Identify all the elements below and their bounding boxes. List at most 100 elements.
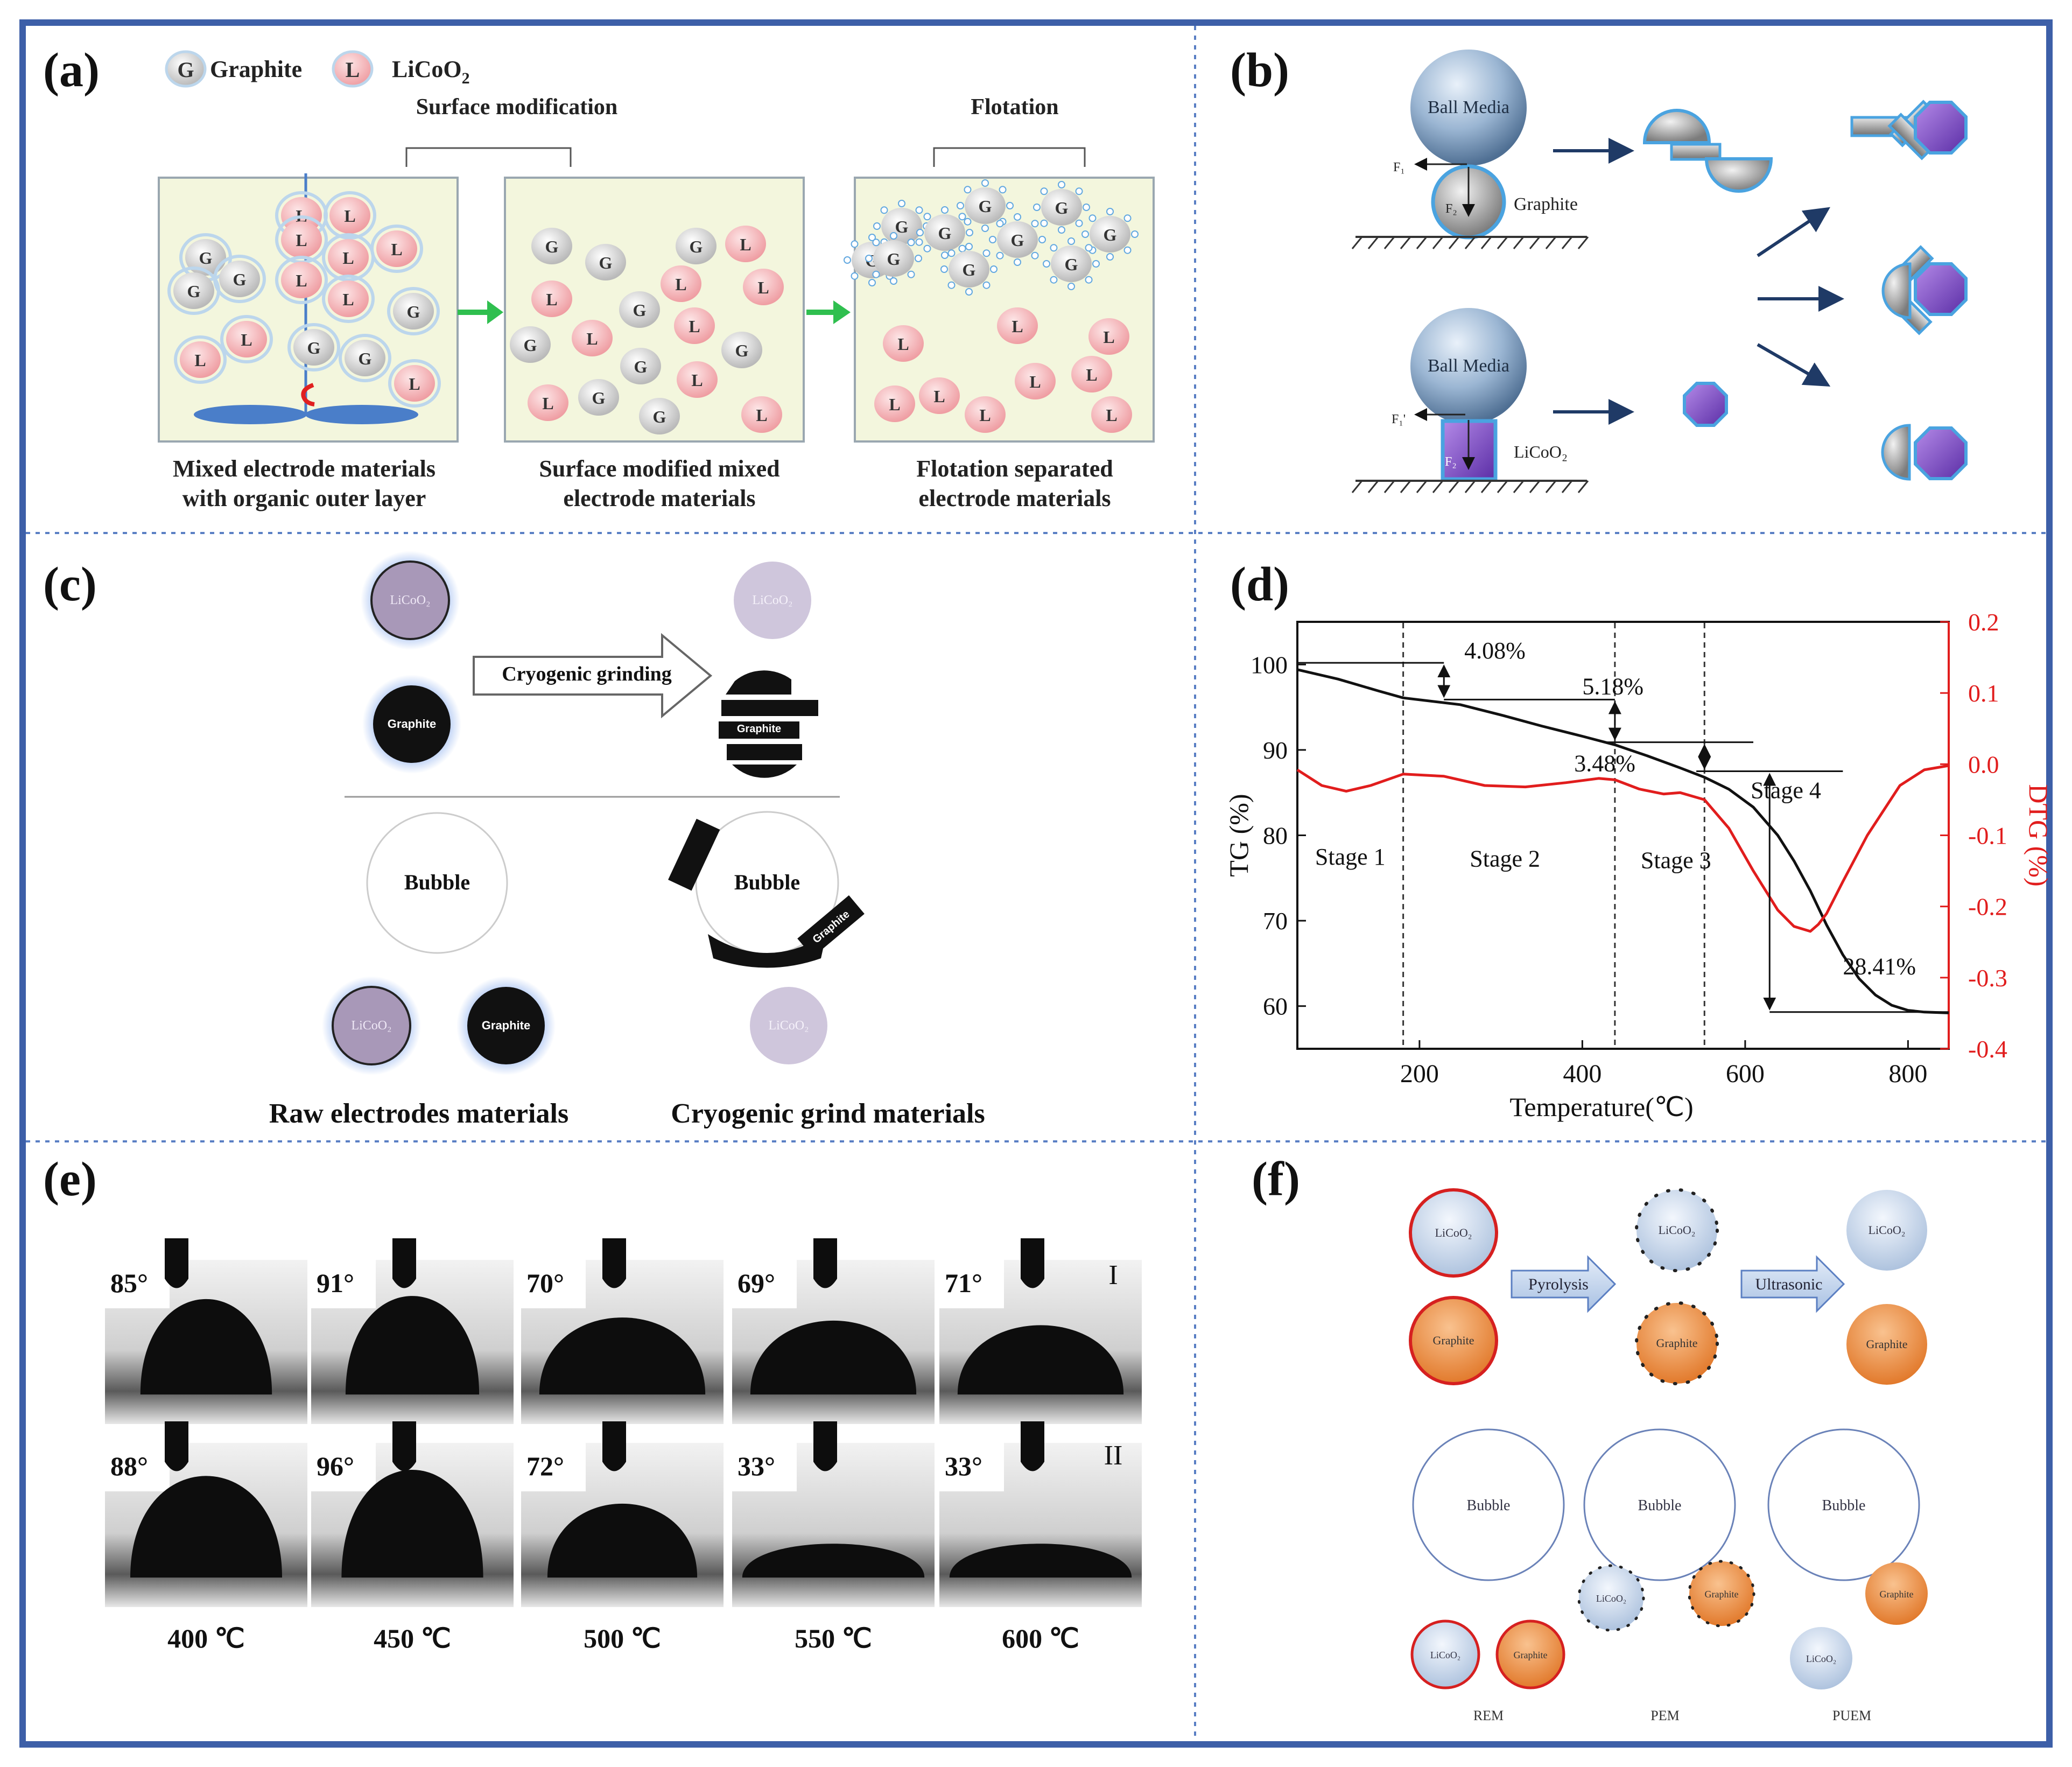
licoo2-label: LiCoO₂	[1514, 442, 1568, 461]
particle-letter: L	[342, 290, 354, 309]
graphite-particle: G	[531, 228, 572, 264]
graphite-particle	[373, 685, 451, 763]
rotation-icon	[301, 383, 315, 406]
arrow-up	[1757, 207, 1830, 257]
ground-licoo2	[734, 562, 811, 639]
licoo2-particle: L	[1015, 363, 1056, 399]
licoo2-particle: L	[1088, 318, 1129, 355]
licoo2-particle-text: LiCoO₂	[390, 593, 430, 607]
graphite-particle: G	[865, 232, 922, 285]
pem-small-licoo2-text: LiCoO₂	[1596, 1593, 1626, 1604]
contact-angle-image: 33°	[939, 1421, 1142, 1607]
particle-letter: L	[740, 235, 751, 254]
particle-letter: L	[675, 275, 686, 294]
droplet	[341, 1469, 483, 1578]
panel-d-label: (d)	[1230, 558, 1289, 611]
particle-letter: G	[1065, 255, 1078, 274]
stirrer-blade-left	[194, 405, 307, 424]
licoo2-particle: L	[1071, 356, 1112, 392]
particle-letter: L	[691, 370, 703, 390]
licoo2-particle: L	[874, 385, 915, 422]
mass-loss-label: 28.41%	[1843, 953, 1916, 980]
caption-3-line2: electrode materials	[918, 485, 1111, 511]
particle-letter: L	[296, 271, 307, 290]
licoo2-particle: L	[572, 320, 613, 356]
ball-media-label-2: Ball Media	[1428, 356, 1509, 376]
syringe-needle	[165, 1238, 188, 1288]
contact-angle-value: 91°	[317, 1268, 354, 1298]
group-rem: REM	[1473, 1708, 1504, 1723]
bubble-pem-text: Bubble	[1638, 1497, 1682, 1514]
temperature-label: 450 ℃	[374, 1623, 451, 1653]
syringe-needle	[813, 1421, 837, 1471]
row-tag-i: I	[1108, 1260, 1118, 1291]
contact-angle-image: 70°	[521, 1238, 724, 1424]
licoo2-particle: L	[677, 361, 718, 398]
y-tick-label-right: 0.0	[1968, 751, 1999, 778]
particle-letter: L	[1012, 317, 1023, 336]
graphite-particle-text: Graphite	[388, 717, 436, 731]
rem-small-licoo2-text: LiCoO₂	[1430, 1650, 1460, 1660]
graphite-particle: G	[1043, 237, 1100, 290]
ball-media-sphere	[1410, 50, 1527, 166]
pem-graphite-text: Graphite	[1656, 1336, 1698, 1350]
licoo2-particle: L	[965, 396, 1006, 433]
graphite-particle: G	[1081, 208, 1139, 261]
graphite-particle-2-text: Graphite	[482, 1019, 530, 1032]
mass-loss-label: 5.18%	[1582, 674, 1643, 700]
licoo2-particle: L	[725, 226, 766, 262]
graphite-particle: G	[619, 291, 660, 328]
particle-letter: G	[634, 357, 648, 376]
graphite-fragment-slab	[1670, 143, 1722, 161]
contact-angle-value: 72°	[526, 1451, 564, 1481]
contact-angle-value: 33°	[945, 1451, 982, 1481]
licoo2-particle: L	[275, 256, 328, 304]
legend-l-letter: L	[346, 58, 360, 82]
droplet	[949, 1544, 1132, 1578]
particle-letter: L	[1086, 365, 1097, 384]
particle-letter: G	[1011, 230, 1024, 250]
licoo2-particle: L	[322, 233, 375, 282]
licoo2-particle: L	[275, 215, 328, 264]
particle-letter: L	[1103, 327, 1114, 347]
panel-c-label: (c)	[43, 558, 97, 611]
bubble-pem	[1583, 1428, 1736, 1581]
contact-angle-image: 71°	[939, 1238, 1142, 1424]
syringe-needle	[1021, 1238, 1044, 1288]
rem-licoo2-text: LiCoO₂	[1435, 1226, 1472, 1239]
puem-licoo2-text: LiCoO₂	[1869, 1223, 1906, 1237]
graphite-particle: G	[578, 379, 619, 416]
panel-f: (f) LiCoO₂ Graphite Pyrolysis LiCoO₂ Gra…	[1252, 1153, 1928, 1723]
y-tick-label-left: 80	[1263, 822, 1288, 850]
temperature-label: 550 ℃	[795, 1623, 872, 1653]
syringe-needle	[392, 1421, 416, 1471]
y-axis-label-right: DTG (%)	[2024, 784, 2054, 886]
licoo2-particle: L	[322, 275, 375, 323]
mass-loss-label: 3.48%	[1574, 750, 1635, 776]
stage-label: Stage 3	[1641, 847, 1711, 873]
ultrasonic-arrow	[1740, 1255, 1845, 1313]
x-tick-label: 800	[1888, 1060, 1927, 1088]
temperature-label: 400 ℃	[167, 1623, 245, 1653]
legend-g-letter: G	[177, 58, 194, 82]
syringe-needle	[165, 1421, 188, 1471]
panel-b-label: (b)	[1230, 44, 1289, 97]
graphite-particle: G	[287, 323, 340, 371]
licoo2-particle: L	[919, 377, 960, 414]
attached-graphite-1	[668, 818, 720, 891]
contact-angle-image: 96°	[311, 1421, 514, 1607]
contact-angle-value: 96°	[317, 1451, 354, 1481]
rem-graphite	[1409, 1296, 1498, 1385]
force-f2-label: F₂	[1445, 202, 1457, 216]
licoo2-particle: L	[324, 191, 376, 240]
contact-angle-image: 91°	[311, 1238, 514, 1424]
particle-letter: L	[756, 405, 767, 425]
x-tick-label: 200	[1400, 1060, 1439, 1088]
assembly-top	[1850, 100, 1968, 160]
x-tick-label: 400	[1563, 1060, 1602, 1088]
licoo2-particle: L	[370, 225, 423, 273]
y-tick-label-left: 90	[1263, 737, 1288, 764]
